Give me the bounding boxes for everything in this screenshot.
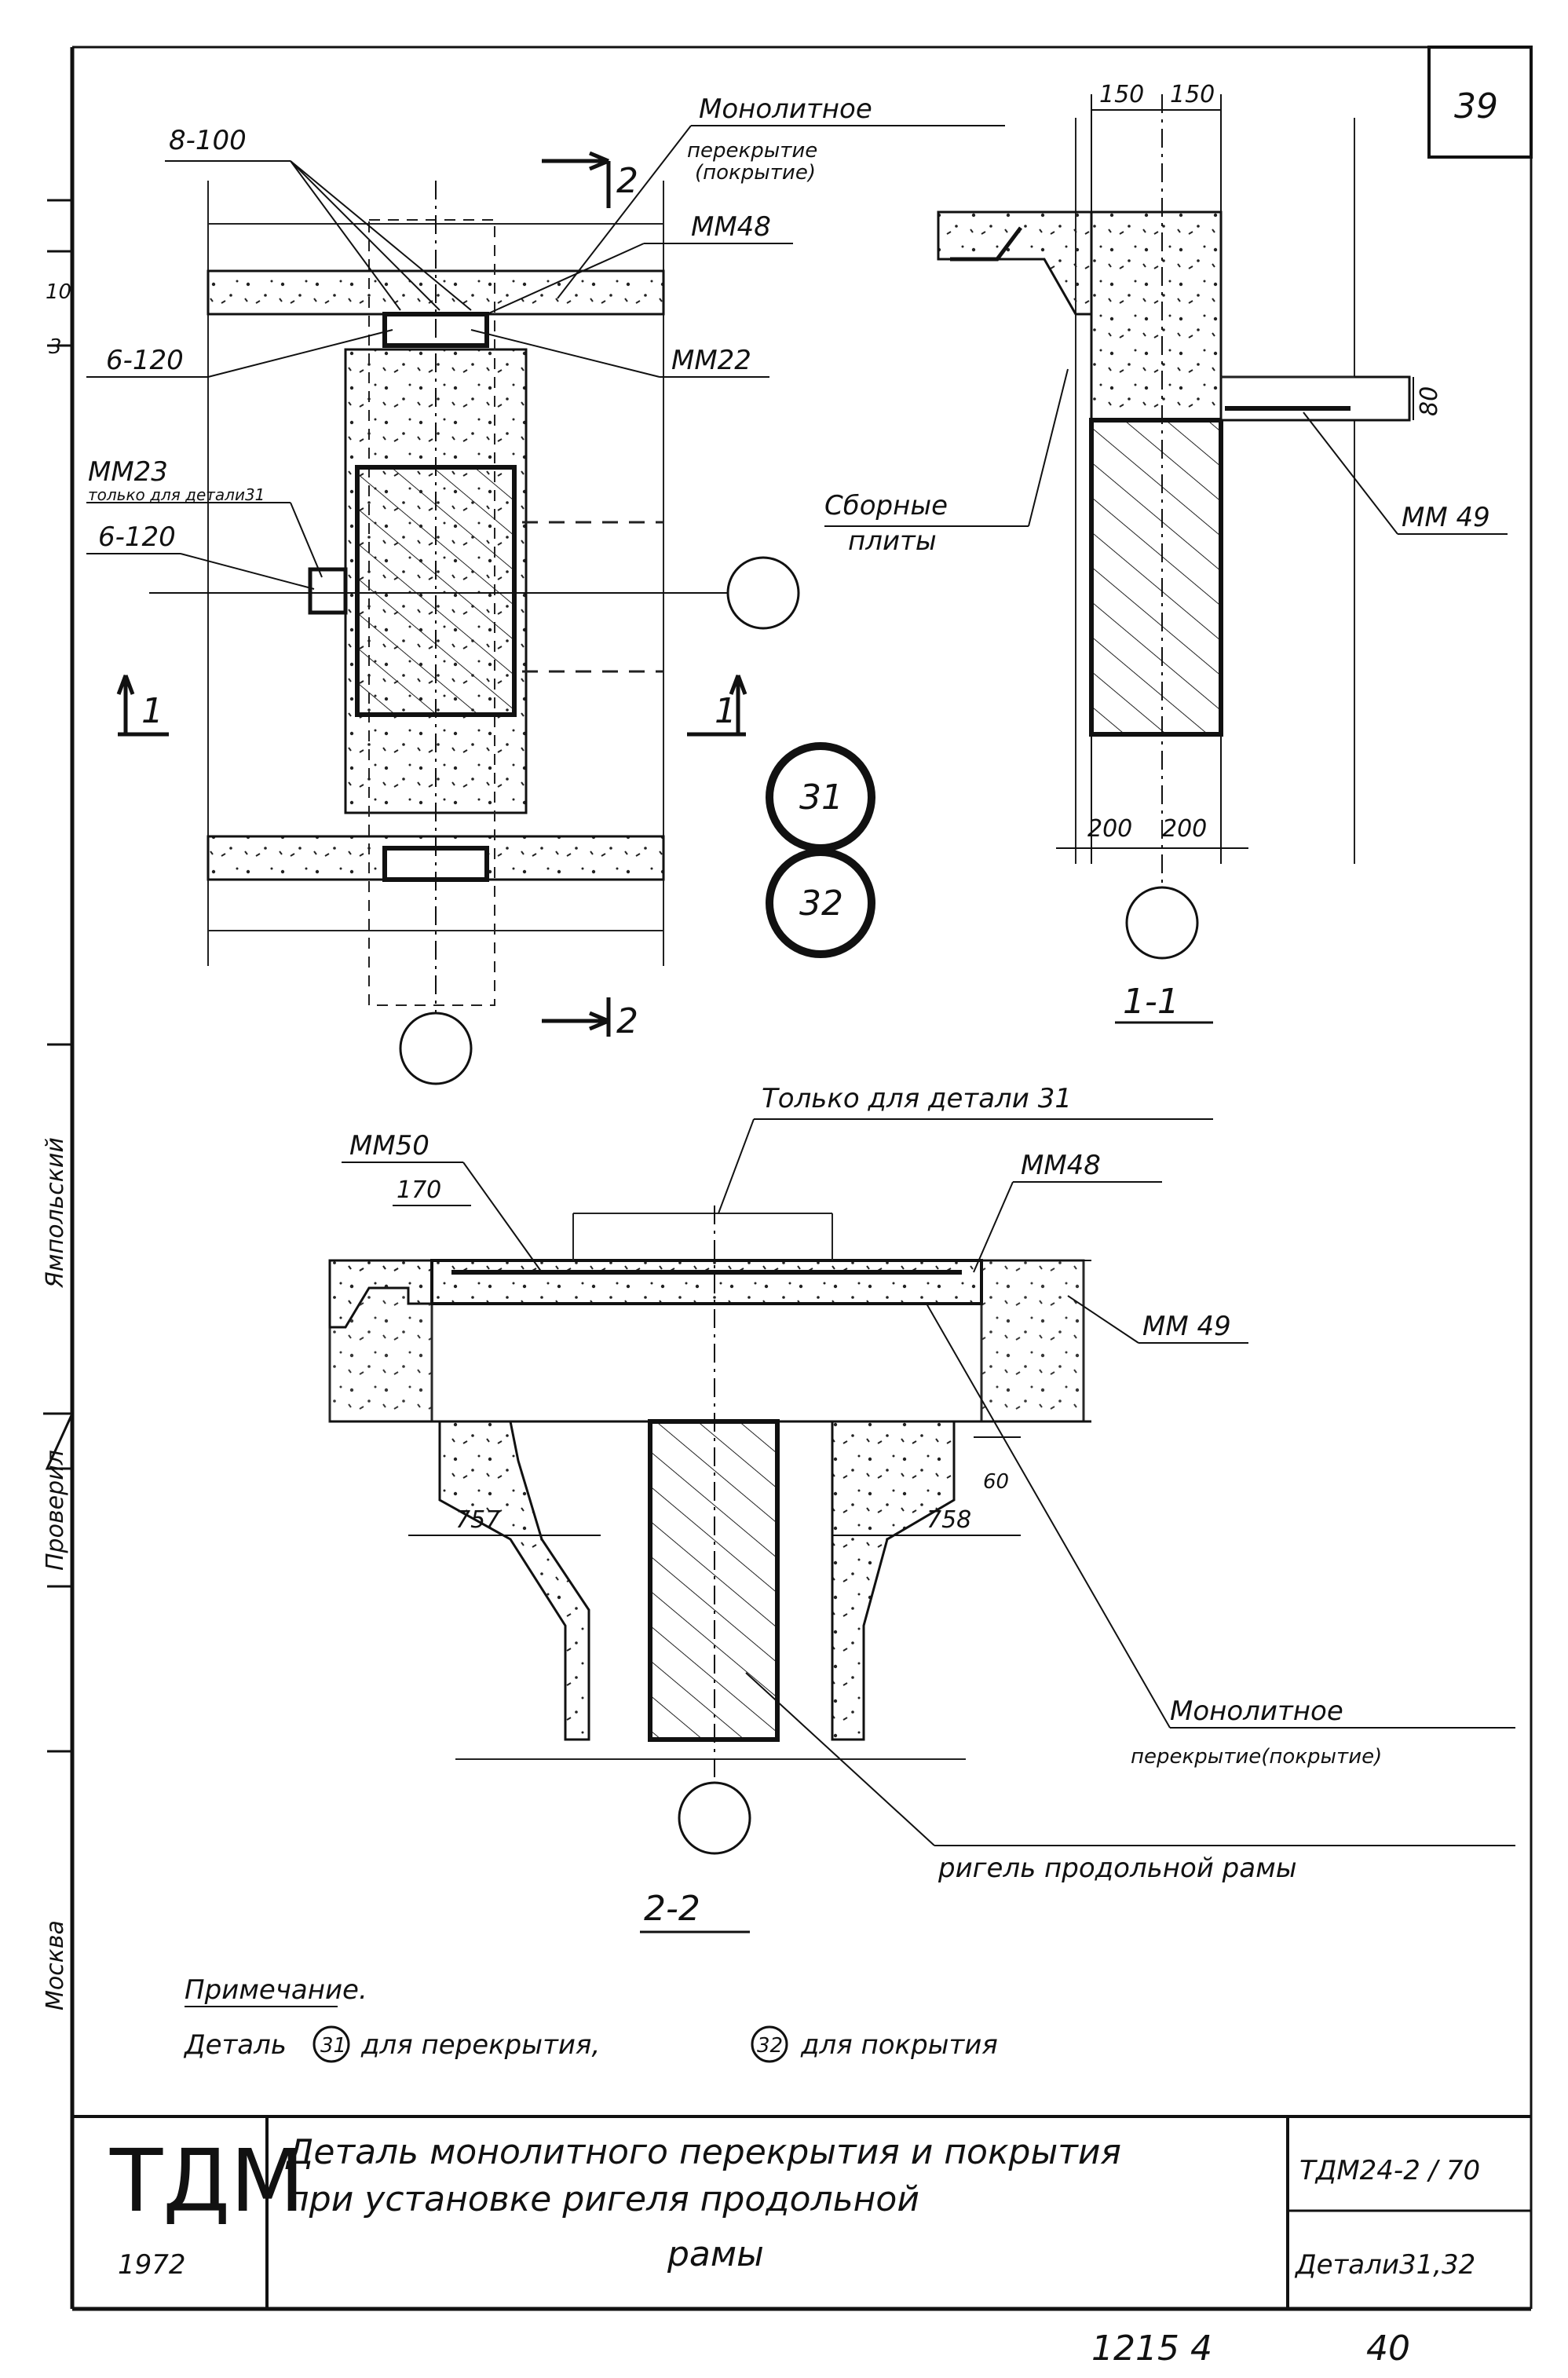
cut-1-left: 1	[141, 691, 163, 731]
axis-circle-bottom	[399, 1012, 473, 1085]
label-monolithic-2: перекрытие	[687, 139, 817, 163]
marker-31-label: 31	[799, 777, 843, 818]
label-mm23: ММ23	[88, 456, 168, 488]
s2-dim-60: 60	[983, 1470, 1009, 1494]
s2-label-monolithic-2: перекрытие(покрытие)	[1131, 1745, 1382, 1769]
marker-32	[766, 848, 875, 958]
s1-dim-80: 80	[1416, 386, 1443, 416]
s2-label-mm49: ММ 49	[1142, 1311, 1231, 1342]
s2-dim-757: 757	[455, 1506, 500, 1534]
note-heading: Примечание.	[185, 1974, 367, 2006]
side-city: Москва	[42, 1920, 69, 2010]
label-mm48: ММ48	[691, 211, 771, 243]
note-text-2: для перекрытия,	[360, 2029, 600, 2061]
s2-right-slab	[980, 1259, 1085, 1423]
label-6-120-a: 6-120	[106, 345, 184, 376]
title-line-3: рамы	[667, 2234, 764, 2274]
side-name: Ямпольский	[42, 1137, 69, 1289]
s2-axis-circle	[678, 1781, 751, 1855]
s1-label-mm49: ММ 49	[1402, 502, 1490, 533]
label-monolithic-1: Монолитное	[699, 93, 872, 125]
note-text-1: Деталь	[183, 2029, 287, 2061]
s2-left-column	[438, 1420, 590, 1741]
s1-monolithic	[1090, 210, 1223, 422]
bottom-right-number: 40	[1366, 2329, 1410, 2369]
side-checked: Проверил	[42, 1450, 69, 1571]
title-sheet-ref: Детали31,32	[1294, 2249, 1475, 2281]
logo-tdm: ТДМ	[109, 2131, 305, 2231]
s1-dim-150-a: 150	[1099, 81, 1144, 108]
signature-mark	[43, 1412, 75, 1470]
s2-label-mm50: ММ50	[349, 1130, 429, 1162]
section-2-2: 170 757 758 60 Только для детали 31 ММ50…	[328, 1083, 1515, 1933]
label-6-120-b: 6-120	[98, 521, 176, 553]
label-rebar-8-100: 8-100	[169, 125, 247, 156]
section-1-1: 150 150 200 200 80 Сборные плиты ММ 49 1…	[824, 81, 1508, 1024]
detail-plan: 31 32 2 2 1 1 8-1	[86, 93, 1005, 1085]
embed-side	[308, 567, 348, 615]
cut-2-top: 2	[616, 161, 638, 201]
s2-right-column	[831, 1420, 956, 1741]
s1-dim-150-b: 150	[1170, 81, 1215, 108]
s1-axis-circle	[1125, 886, 1199, 960]
note: Примечание. Деталь 31 для перекрытия, 32…	[183, 1974, 998, 2063]
marker-32-label: 32	[799, 884, 843, 924]
axis-circle-right	[726, 556, 800, 630]
s2-dim-758: 758	[927, 1506, 971, 1534]
s2-dim-170: 170	[397, 1176, 441, 1204]
s1-dim-200-a: 200	[1087, 815, 1132, 843]
s1-dim-200-b: 200	[1162, 815, 1207, 843]
title-code: ТДМ24-2 / 70	[1299, 2155, 1480, 2186]
s1-precast-slab	[937, 210, 1093, 316]
side-mark-3: 3	[49, 335, 62, 359]
s2-beam	[648, 1419, 780, 1742]
cut-1-right: 1	[715, 691, 736, 731]
cut-2-bottom: 2	[616, 1001, 638, 1041]
bottom-left-number: 1215 4	[1091, 2329, 1212, 2369]
s2-topping	[430, 1259, 983, 1305]
s1-beam	[1089, 418, 1223, 737]
label-mm22: ММ22	[671, 345, 751, 376]
note-text-3: для покрытия	[800, 2029, 998, 2061]
label-monolithic-3: (покрытие)	[695, 161, 816, 185]
title-block	[72, 2115, 1531, 2309]
s1-title: 1-1	[1123, 982, 1179, 1022]
title-line-2: при установке ригеля продольной	[287, 2179, 919, 2219]
sheet-number: 39	[1454, 86, 1498, 126]
s2-left-slab	[328, 1259, 433, 1423]
title-line-1: Деталь монолитного перекрытия и покрытия	[285, 2132, 1121, 2172]
note-marker-2: 32	[757, 2034, 783, 2058]
label-mm23-note: только для детали31	[88, 485, 265, 504]
s1-label-precast-1: Сборные	[824, 490, 948, 521]
s1-label-precast-2: плиты	[848, 525, 937, 557]
side-mark-10: 10	[46, 280, 71, 304]
s2-label-beam: ригель продольной рамы	[938, 1853, 1297, 1884]
s2-label-only-for: Только для детали 31	[762, 1083, 1072, 1114]
s2-title: 2-2	[644, 1889, 700, 1929]
s2-label-mm48: ММ48	[1021, 1150, 1101, 1181]
title-year: 1972	[118, 2249, 186, 2281]
s2-label-monolithic-1: Монолитное	[1170, 1696, 1343, 1727]
note-marker-1: 31	[320, 2034, 346, 2058]
s1-right-slab	[1219, 375, 1411, 422]
